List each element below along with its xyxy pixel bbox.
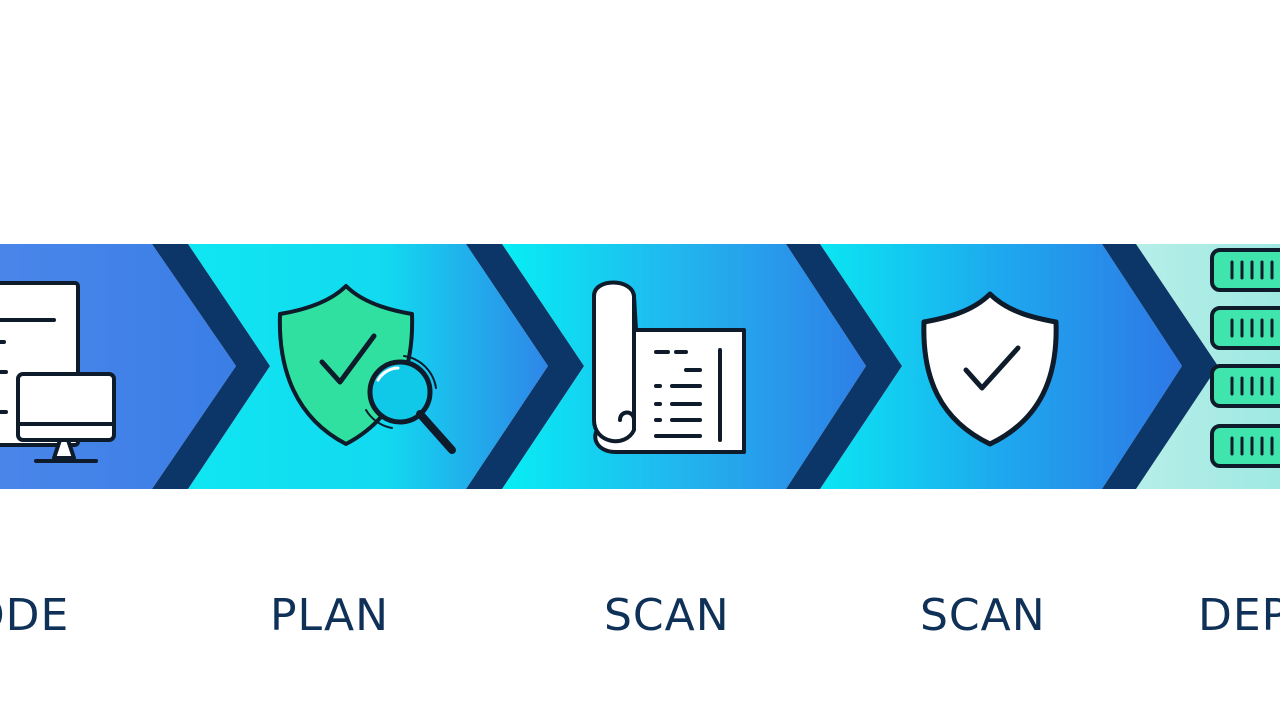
chevron-separator-2 <box>466 244 584 489</box>
chevron-separator-4 <box>1102 244 1218 489</box>
chevron-separator-3 <box>786 244 902 489</box>
code-devices-icon <box>0 281 116 463</box>
stage-label-scan: SCAN <box>604 590 730 641</box>
chevron-separator-1 <box>152 244 270 489</box>
scroll-document-icon <box>592 280 746 454</box>
stage-label-code: ODE <box>0 590 70 641</box>
stage-label-scan-2: SCAN <box>920 590 1046 641</box>
server-stack-icon <box>1210 248 1280 468</box>
shield-check-icon <box>921 291 1059 447</box>
stage-label-deploy: DEP <box>1198 590 1280 641</box>
shield-magnifier-icon <box>277 284 456 454</box>
stage-label-plan: PLAN <box>270 590 390 641</box>
